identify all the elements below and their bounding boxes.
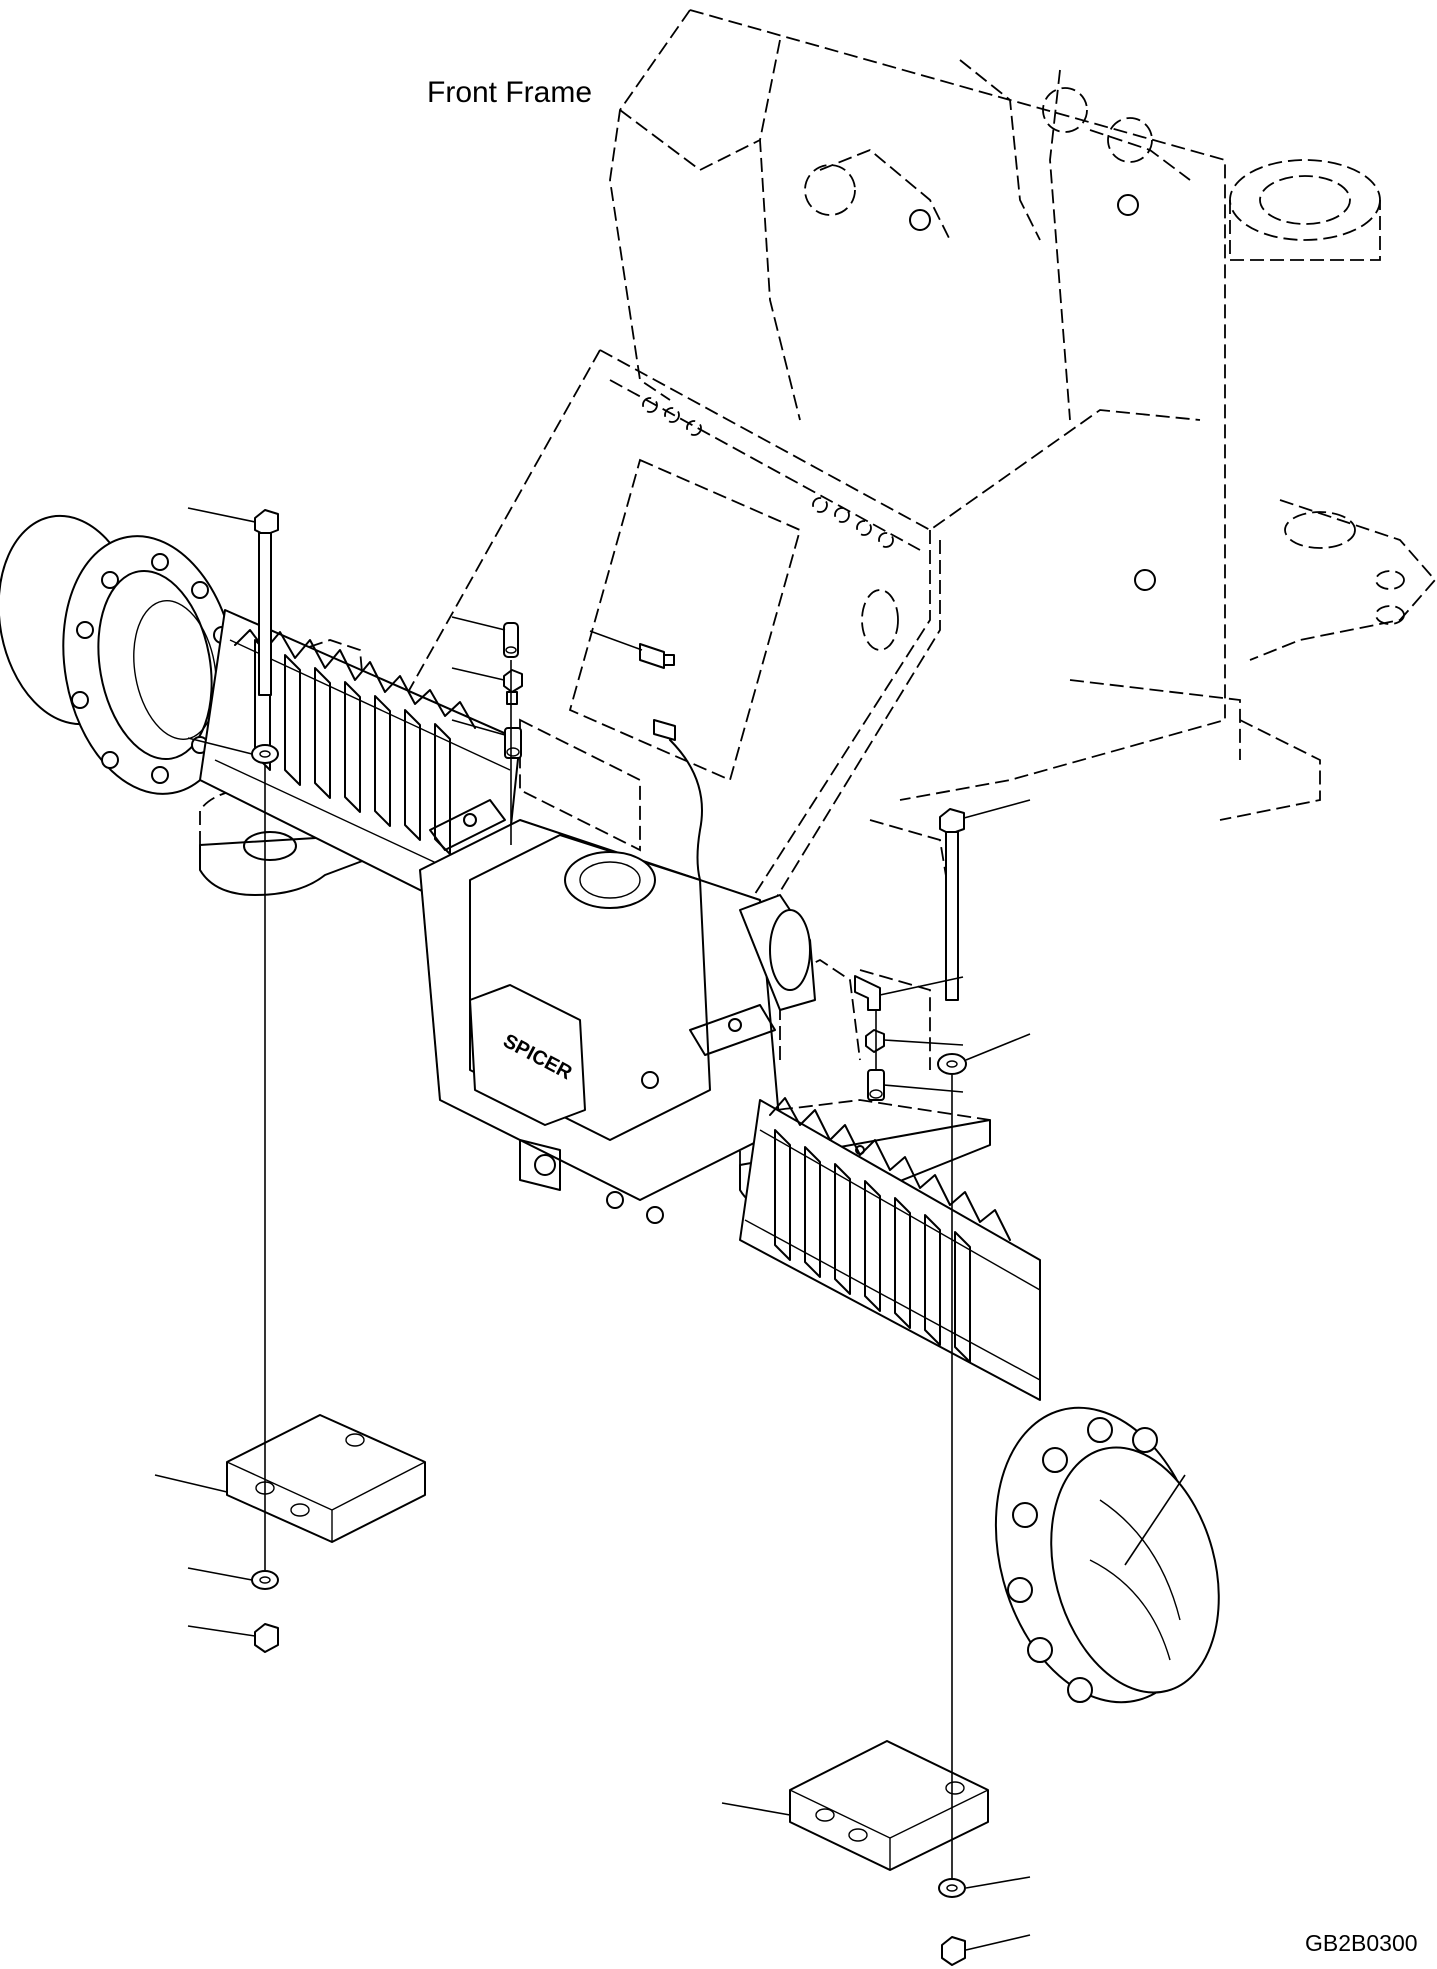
fitting-icon: [865, 1029, 885, 1053]
fitting-icon: [503, 669, 523, 705]
drawing-code: GB2B0300: [1305, 1930, 1418, 1956]
assembly-center-lines: [264, 660, 953, 1880]
right-housing-ribs: [769, 1097, 1011, 1363]
right-wheel-hub: [994, 1406, 1220, 1704]
fitting-icon: [867, 1069, 885, 1101]
differential-housing: SPICER: [419, 799, 816, 1224]
shim-plate-icon: [789, 1740, 989, 1871]
fitting-icon: [503, 622, 519, 658]
washer-icon: [937, 1053, 967, 1075]
axle-assembly: SPICER: [0, 514, 1220, 1704]
parts: [226, 509, 989, 1966]
front-frame-label: Front Frame: [427, 76, 593, 109]
fitting-icon: [854, 975, 881, 1011]
fitting-icon: [504, 727, 522, 759]
left-wheel-hub: [0, 514, 238, 795]
hex-bolt-icon: [254, 509, 279, 696]
hex-nut-icon: [941, 1936, 966, 1966]
washer-icon: [251, 744, 279, 764]
washer-icon: [251, 1570, 279, 1590]
hex-bolt-icon: [939, 808, 965, 1001]
hex-nut-icon: [254, 1623, 279, 1653]
washer-icon: [938, 1878, 966, 1898]
front-frame: [199, 9, 1437, 1216]
connector-icon: [639, 643, 703, 881]
shim-plate-icon: [226, 1414, 426, 1543]
leader-lines: [154, 507, 1186, 1951]
